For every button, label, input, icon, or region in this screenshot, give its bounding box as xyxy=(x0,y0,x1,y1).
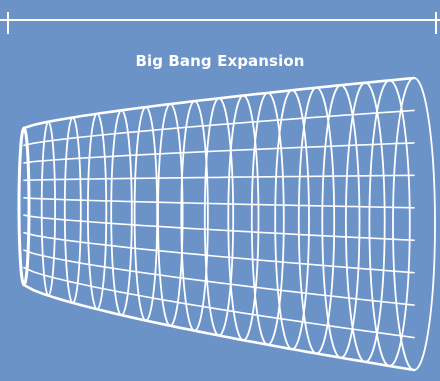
funnel-ring xyxy=(297,86,336,355)
funnel-grid-line xyxy=(23,249,415,306)
funnel-grid-line xyxy=(23,197,415,209)
funnel-grid-line xyxy=(22,76,416,130)
funnel-ring xyxy=(40,120,57,297)
funnel-ring xyxy=(392,77,436,371)
funnel-ring xyxy=(87,112,108,311)
funnel-grid-line xyxy=(23,231,415,274)
funnel-grid-line xyxy=(23,109,415,147)
diagram-title: Big Bang Expansion xyxy=(135,52,305,70)
funnel-grid-line xyxy=(23,174,415,182)
funnel-ring xyxy=(157,103,184,327)
funnel-grid-line xyxy=(23,266,415,339)
funnel-grid-line xyxy=(22,283,416,372)
timeline-bar xyxy=(0,12,440,34)
funnel-ring xyxy=(321,84,361,359)
funnel-ring xyxy=(344,81,386,363)
funnel-wireframe xyxy=(17,76,436,372)
funnel-ring xyxy=(110,109,133,316)
funnel-ring xyxy=(17,126,31,287)
funnel-ring xyxy=(63,116,82,304)
funnel-ring xyxy=(133,106,159,322)
funnel-ring xyxy=(368,79,411,367)
funnel-grid-line xyxy=(23,214,415,241)
funnel-grid-line xyxy=(23,142,415,164)
